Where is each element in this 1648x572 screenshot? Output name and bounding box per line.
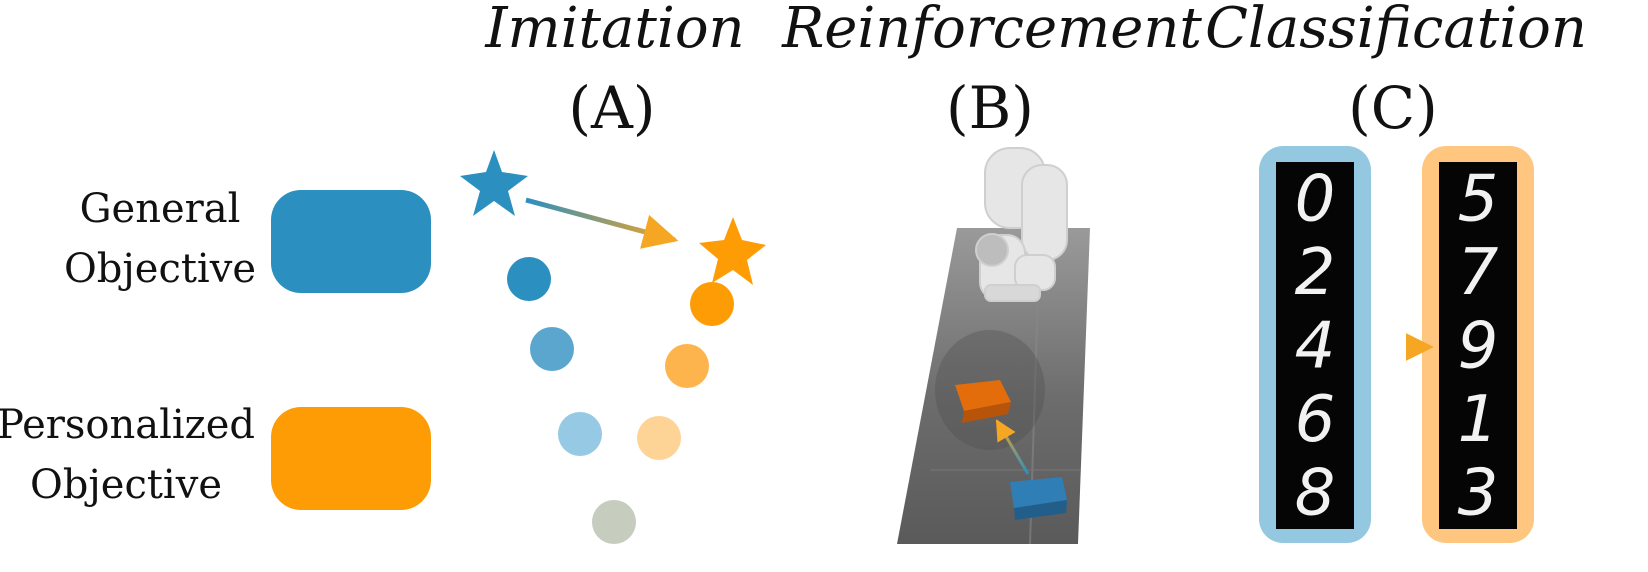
personalized-digit-strip: [1439, 162, 1517, 529]
robot-scene: [897, 147, 1090, 545]
general-digit: 0: [1295, 163, 1336, 237]
blue-block: [1010, 477, 1067, 520]
legend-personalized-line2: Objective: [30, 462, 222, 508]
legend-general-swatch: [271, 190, 431, 293]
general-digit: 8: [1295, 456, 1336, 530]
general-digit-strip: [1276, 162, 1354, 529]
personalized-digit: 9: [1458, 310, 1499, 384]
general-digit: 6: [1295, 383, 1336, 457]
panel-a-title: Imitation: [484, 0, 744, 61]
orange-block: [955, 380, 1011, 423]
general-digit: 4: [1295, 310, 1336, 384]
orange-dot-3: [637, 416, 681, 460]
blue-dot-3: [558, 412, 602, 456]
personalized-digit: 5: [1458, 163, 1499, 237]
personalized-star-icon: [699, 217, 766, 285]
legend-general-line1: General: [80, 186, 241, 232]
panel-c-label: (C): [1348, 74, 1438, 142]
legend-general-line2: Objective: [64, 246, 256, 292]
reinforcement-arrow: [995, 419, 1030, 475]
panel-c-title: Classification: [1205, 0, 1587, 61]
panel-b-title: Reinforcement: [781, 0, 1202, 61]
gray-dot: [592, 500, 636, 544]
imitation-arrow: [525, 197, 679, 249]
robot-arm: [975, 147, 1068, 302]
blue-dot-1: [507, 257, 551, 301]
orange-dot-1: [690, 282, 734, 326]
legend-personalized-swatch: [271, 407, 431, 510]
personalized-digit: 3: [1458, 456, 1499, 530]
blue-dot-2: [530, 327, 574, 371]
personalized-digit: 7: [1458, 236, 1499, 310]
legend-personalized-line1: Personalized: [0, 402, 255, 448]
panel-b-label: (B): [946, 74, 1034, 142]
personalized-digit: 1: [1458, 383, 1499, 457]
general-star-icon: [460, 150, 528, 216]
general-digit: 2: [1295, 236, 1336, 310]
orange-dot-2: [665, 344, 709, 388]
panel-a-label: (A): [568, 74, 655, 142]
